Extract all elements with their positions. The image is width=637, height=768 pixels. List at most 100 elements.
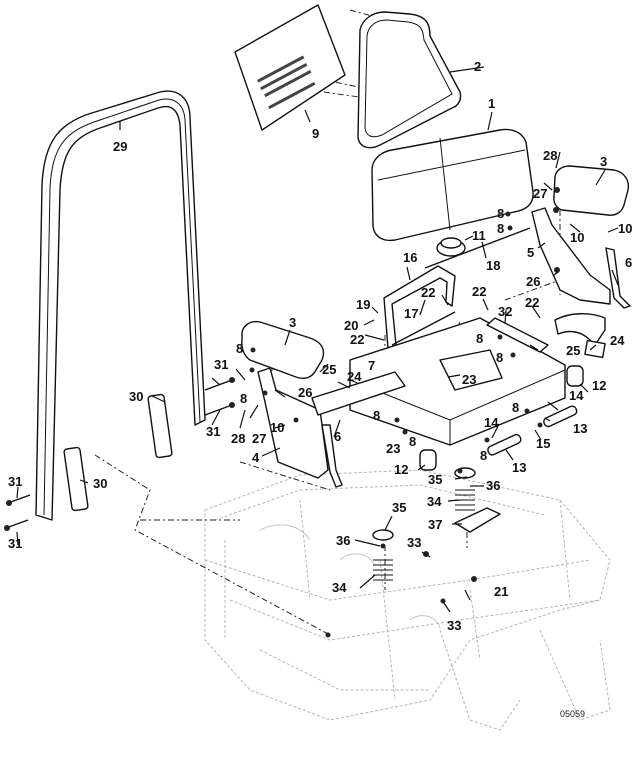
callout-29: 29 [113,139,127,154]
callout-36: 36 [336,533,350,548]
seat-cushion [371,128,534,242]
callout-33: 33 [447,618,461,633]
callout-2: 2 [474,59,481,74]
pin-right [543,405,578,428]
leader-lines [16,66,619,613]
spring-bracket [454,507,501,533]
callout-23: 23 [386,441,400,456]
callout-8: 8 [512,400,519,415]
callout-11: 11 [472,228,486,243]
callout-21: 21 [494,584,508,599]
callout-30: 30 [93,476,107,491]
callout-8: 8 [236,341,243,356]
callout-8: 8 [496,350,503,365]
callout-14: 14 [569,388,584,403]
callout-5: 5 [527,245,534,260]
callout-32: 32 [498,304,512,319]
bracket [486,317,549,353]
callout-35: 35 [392,500,406,515]
callout-17: 17 [404,306,418,321]
armrest-right [553,165,630,216]
callout-8: 8 [240,391,247,406]
callout-10: 10 [618,221,632,236]
drawing-number: 05059 [560,709,585,719]
callout-24: 24 [610,333,625,348]
callout-9: 9 [312,126,319,141]
callout-8: 8 [373,408,380,423]
callout-25: 25 [322,362,336,377]
seat-back [357,11,462,149]
callout-13: 13 [573,421,587,436]
callout-8: 8 [480,448,487,463]
callout-26: 26 [298,385,312,400]
callout-36: 36 [486,478,500,493]
callout-16: 16 [403,250,417,265]
callout-8: 8 [497,221,504,236]
callout-26: 26 [526,274,540,289]
armrest-bracket-right [531,207,611,305]
callout-3: 3 [600,154,607,169]
callout-24: 24 [347,369,362,384]
pin-left [487,433,522,456]
callout-8: 8 [476,331,483,346]
callout-12: 12 [592,378,606,393]
callout-19: 19 [356,297,370,312]
callout-31: 31 [214,357,228,372]
callout-27: 27 [533,186,547,201]
callout-10: 10 [570,230,584,245]
callout-22: 22 [350,332,364,347]
callout-23: 23 [462,372,476,387]
rod [424,227,531,269]
callout-6: 6 [334,429,341,444]
callout-15: 15 [536,436,550,451]
callout-31: 31 [8,536,22,551]
callout-33: 33 [407,535,421,550]
machine-frame [204,469,611,731]
callout-12: 12 [394,462,408,477]
decal-plate [234,4,346,131]
strap-right [554,313,606,346]
callout-3: 3 [289,315,296,330]
latch-rod [391,311,456,346]
callout-22: 22 [525,295,539,310]
strap-buckle [584,339,606,359]
callout-35: 35 [428,472,442,487]
callout-37: 37 [428,517,442,532]
callout-22: 22 [472,284,486,299]
bumper-right [566,365,584,387]
armrest-bracket-left [257,367,329,479]
callout-7: 7 [368,358,375,373]
callout-6: 6 [625,255,632,270]
spring-right [454,467,476,511]
callout-22: 22 [421,285,435,300]
callout-27: 27 [252,431,266,446]
callout-34: 34 [332,580,347,595]
mounting-plate-left [63,446,89,512]
callout-8: 8 [497,206,504,221]
callout-10: 10 [270,420,284,435]
callout-8: 8 [409,434,416,449]
callout-30: 30 [129,389,143,404]
callout-18: 18 [486,258,500,273]
callout-4: 4 [252,450,260,465]
callout-25: 25 [566,343,580,358]
callout-31: 31 [206,424,220,439]
armrest-left [241,320,325,379]
callout-labels: 1 2 3 3 4 5 6 6 7 8 8 8 8 8 8 8 8 8 8 9 … [8,59,632,633]
callout-20: 20 [344,318,358,333]
rod-right [605,247,631,309]
callout-31: 31 [8,474,22,489]
seat-switch [436,237,466,257]
bolts [4,377,235,531]
callout-13: 13 [512,460,526,475]
rod-left [321,424,343,488]
callout-34: 34 [427,494,442,509]
mounting-plate-right [147,393,173,459]
callout-14: 14 [484,415,499,430]
callout-28: 28 [231,431,245,446]
roll-bar [35,90,206,521]
spring-left [372,529,394,581]
callout-28: 28 [543,148,557,163]
callout-1: 1 [488,96,495,111]
